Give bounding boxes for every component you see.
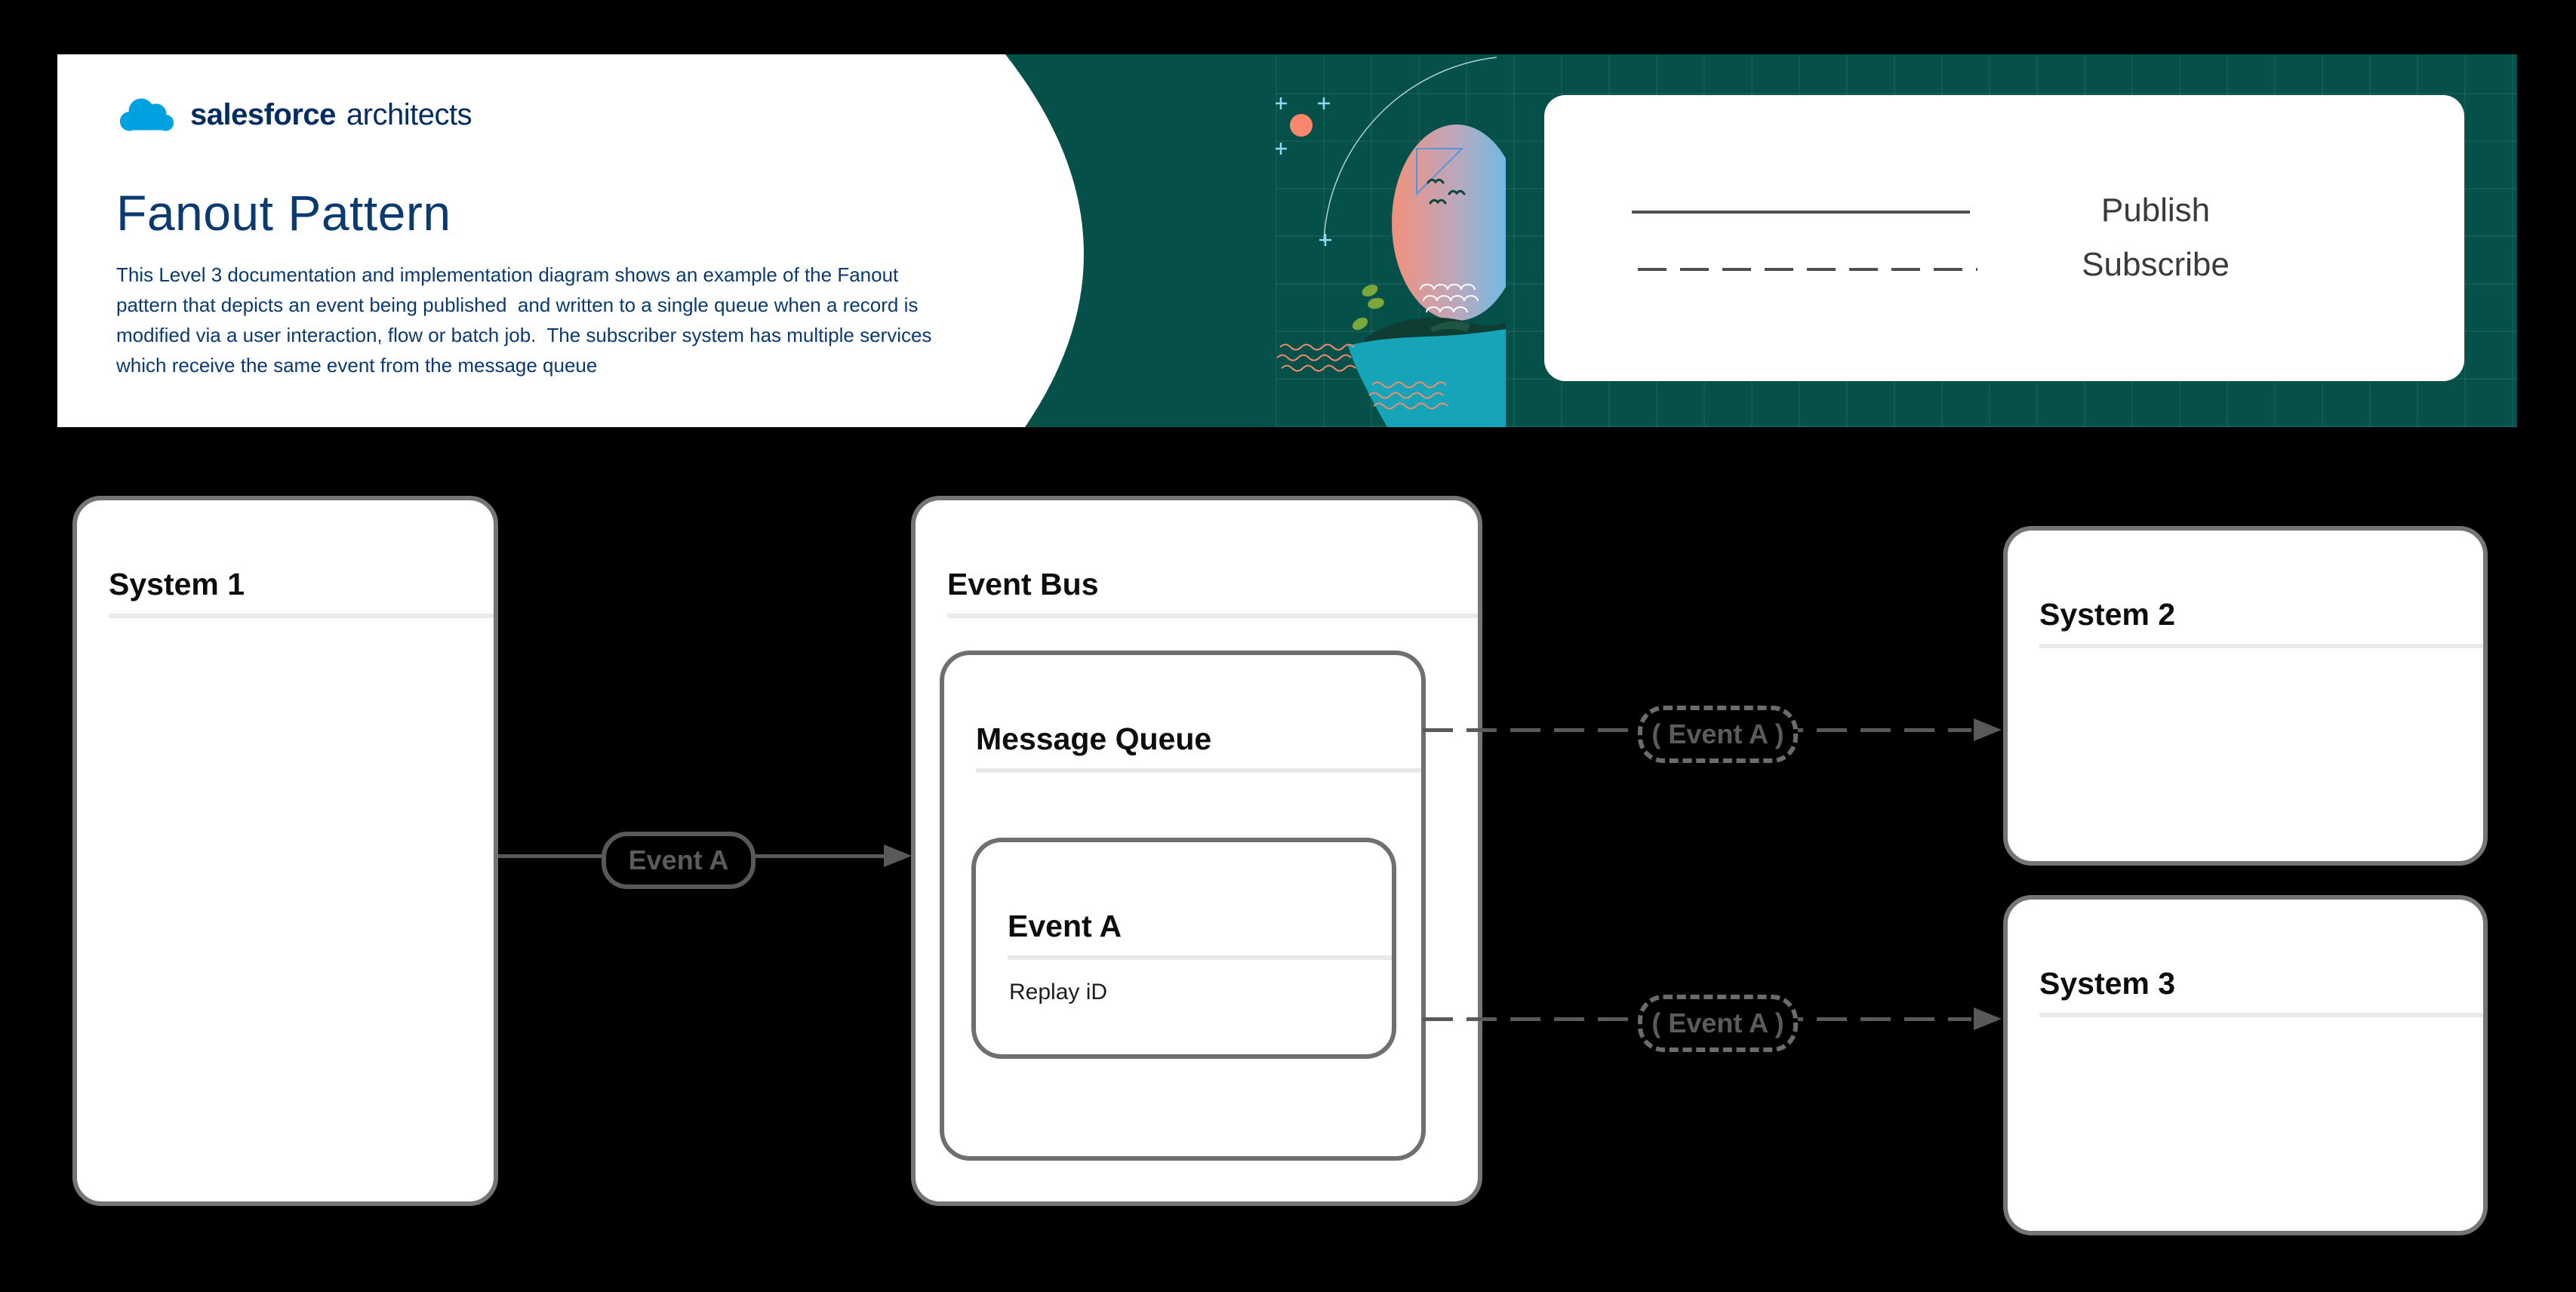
salesforce-logo: salesforce architects: [115, 92, 472, 137]
system1-title: System 1: [109, 567, 245, 601]
publish-line-sample: [1632, 211, 1970, 214]
replay-id-field: Replay iD: [1009, 980, 1108, 1004]
page-title: Fanout Pattern: [116, 185, 451, 241]
subscribe-arrowhead-top: [1974, 718, 2002, 741]
subscribe-event-pill-top-label: ( Event A ): [1651, 718, 1784, 749]
page-description: This Level 3 documentation and implement…: [116, 263, 932, 377]
brand-suffix-text: architects: [346, 97, 472, 131]
moon-shape: [1392, 125, 1506, 321]
publish-event-pill: Event A: [602, 832, 756, 889]
subscribe-arrowhead-bottom: [1974, 1007, 2002, 1030]
message-queue-divider: [976, 768, 1421, 773]
event-a-node: Event A Replay iD: [971, 838, 1396, 1059]
message-queue-title: Message Queue: [976, 721, 1212, 756]
hill-highlight: [1430, 321, 1470, 332]
salesforce-cloud-icon: [119, 98, 174, 131]
subscribe-line-sample: [1638, 268, 1977, 271]
wave-squiggles: [1276, 343, 1448, 410]
system2-node: System 2: [2003, 526, 2488, 866]
event-bus-title: Event Bus: [947, 567, 1099, 601]
event-bus-divider: [947, 614, 1478, 618]
legend-publish-label: Publish: [2101, 192, 2211, 229]
system3-node: System 3: [2003, 895, 2488, 1235]
header-white-shape: [57, 54, 1084, 427]
system1-divider: [109, 614, 494, 618]
subscribe-event-pill-top: ( Event A ): [1638, 706, 1798, 763]
plus-marks: [1276, 97, 1331, 246]
brand-text: salesforce: [190, 97, 336, 131]
arc-line: [1323, 57, 1497, 242]
message-queue-node: Message Queue Event A Replay iD: [940, 651, 1426, 1161]
water-shape: [1348, 329, 1506, 427]
sun-icon: [1290, 114, 1313, 137]
subscribe-event-pill-bottom: ( Event A ): [1638, 995, 1798, 1052]
birds-icon: [1426, 178, 1466, 205]
system2-divider: [2039, 644, 2483, 648]
system1-node: System 1: [72, 496, 498, 1206]
triangle-outline: [1416, 148, 1464, 196]
system2-title: System 2: [2039, 597, 2176, 632]
system3-title: System 3: [2039, 966, 2176, 1001]
event-bus-node: Event Bus Message Queue Event A Replay i…: [911, 496, 1482, 1206]
publish-arrowhead: [884, 844, 912, 867]
legend-subscribe-label: Subscribe: [2082, 246, 2230, 283]
event-a-title: Event A: [1008, 909, 1122, 943]
subscribe-event-pill-bottom-label: ( Event A ): [1651, 1007, 1784, 1038]
leaves: [1352, 285, 1384, 331]
header-panel: salesforce architects Fanout Pattern Thi…: [57, 54, 2517, 427]
legend-card: Publish Subscribe: [1544, 95, 2464, 381]
publish-event-pill-label: Event A: [628, 844, 729, 875]
event-a-divider: [1008, 955, 1392, 960]
system3-divider: [2039, 1013, 2483, 1017]
scallop-waves: [1420, 284, 1479, 313]
header-illustration: [1276, 57, 1506, 427]
